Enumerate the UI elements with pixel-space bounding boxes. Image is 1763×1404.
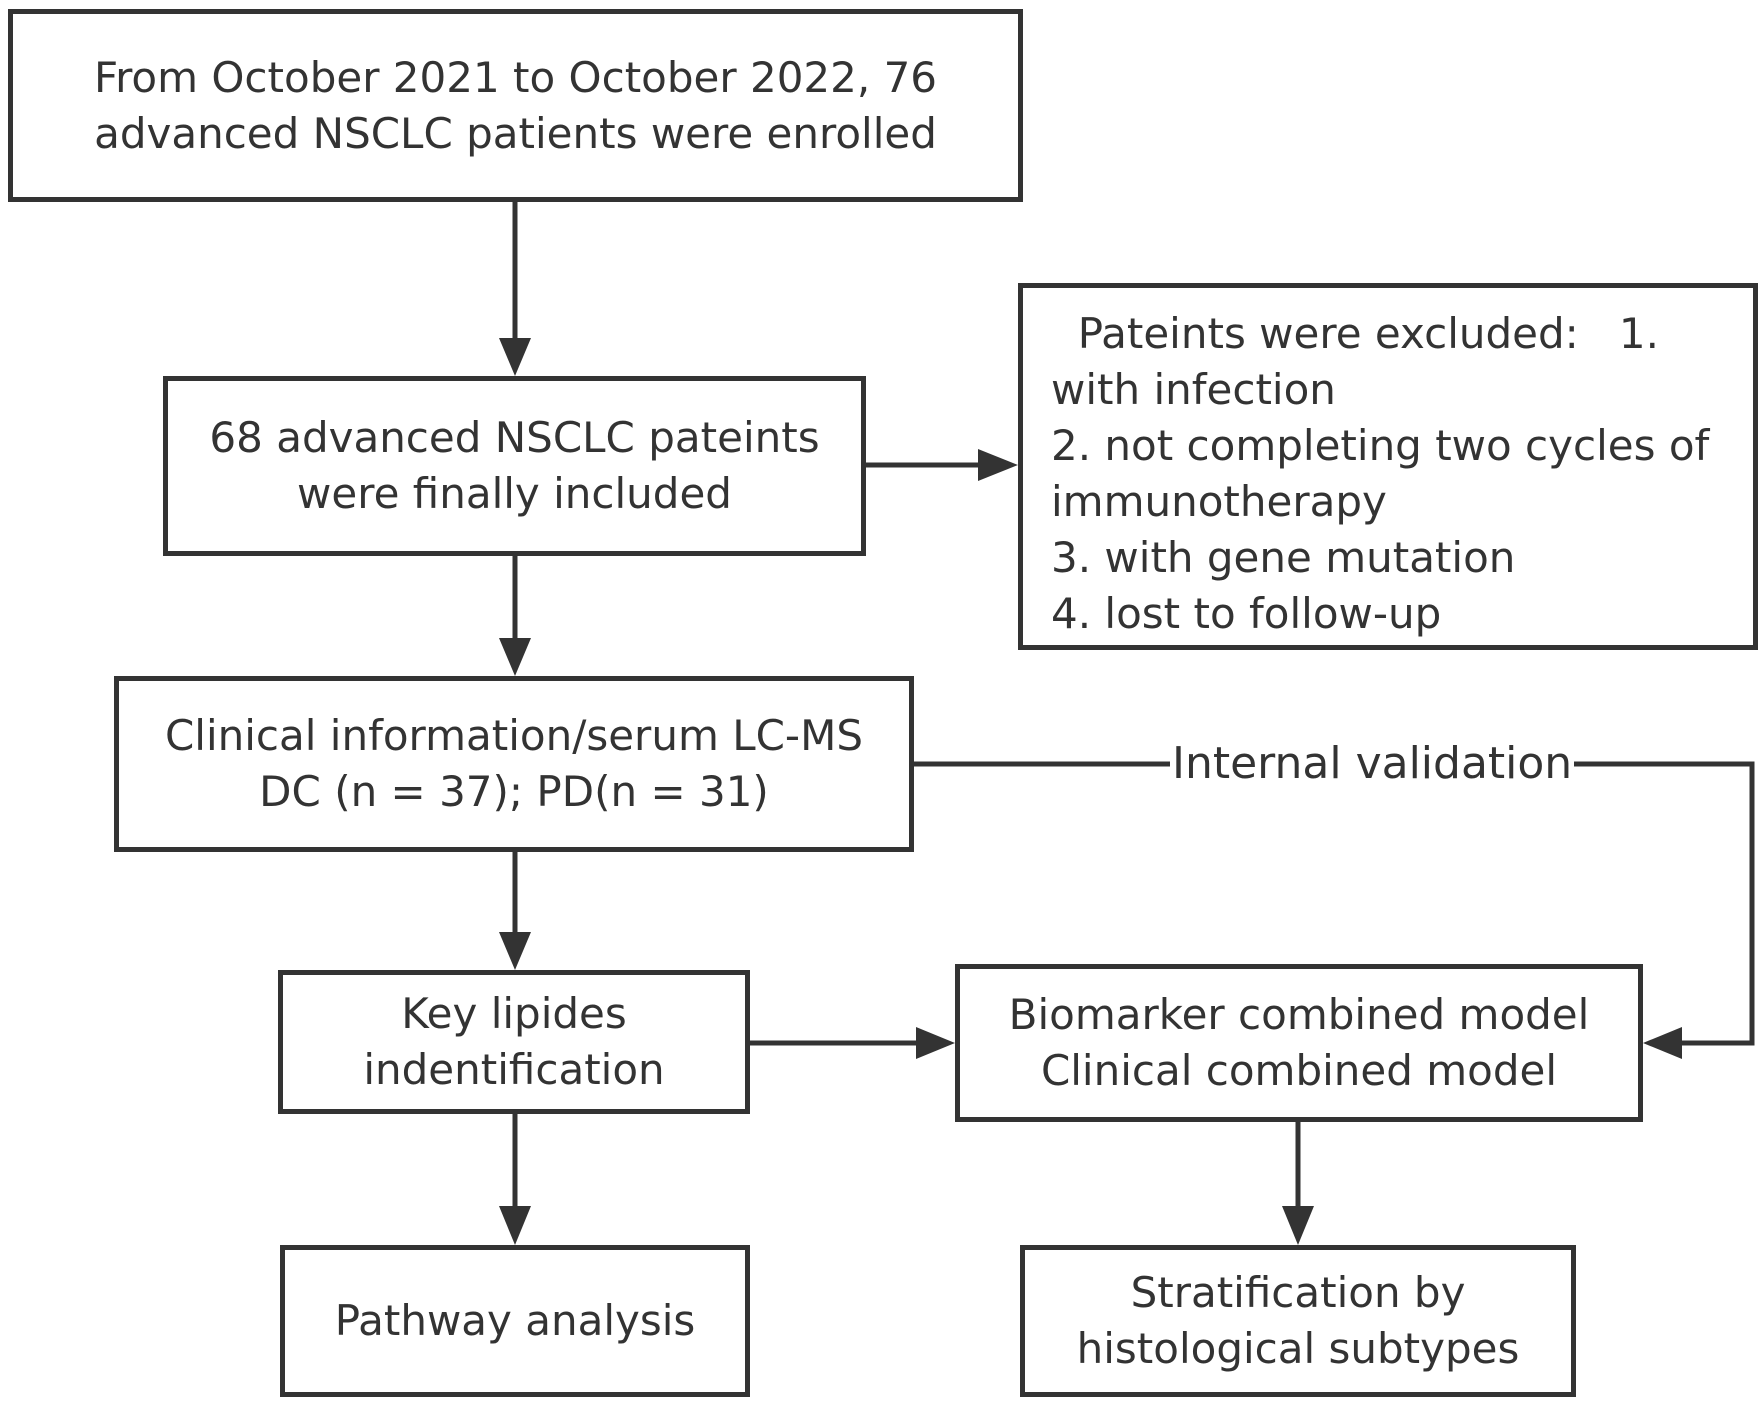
arrowhead-keylipids-to-pathway <box>499 1206 531 1245</box>
enrolled-line-1: From October 2021 to October 2022, 76 <box>93 52 938 102</box>
stratification-line-1: Stratification by <box>1130 1268 1466 1317</box>
stratification-line-2: histological subtypes <box>1076 1324 1520 1373</box>
internal-validation-label: Internal validation <box>1170 736 1575 792</box>
models-line-2: Clinical combined model <box>1040 1046 1558 1095</box>
excluded-line-1: Pateints were excluded: 1. <box>1051 309 1659 358</box>
enrolled-line-2: advanced NSCLC patients were enrolled <box>94 108 937 158</box>
enrolled-box: From October 2021 to October 2022, 76 ad… <box>8 9 1023 202</box>
excluded-line-3: 2. not completing two cycles of <box>1051 421 1710 470</box>
clinical-line-1: Clinical information/serum LC-MS <box>164 711 863 760</box>
excluded-line-2: with infection <box>1051 365 1336 414</box>
arrowhead-included-to-clinical <box>499 638 531 676</box>
arrowhead-clinical-to-keylipids <box>499 932 531 970</box>
clinical-box: Clinical information/serum LC-MS DC (n =… <box>114 676 914 852</box>
included-box: 68 advanced NSCLC pateints were finally … <box>163 376 866 556</box>
excluded-line-6: 4. lost to follow-up <box>1051 589 1442 638</box>
excluded-line-4: immunotherapy <box>1051 477 1387 526</box>
arrowhead-keylipids-to-models <box>916 1027 955 1059</box>
included-line-2: were finally included <box>297 469 732 518</box>
models-line-1: Biomarker combined model <box>1008 990 1590 1039</box>
pathway-box: Pathway analysis <box>280 1245 750 1397</box>
arrowhead-included-to-excluded <box>978 449 1018 481</box>
arrowhead-internal-validation <box>1643 1027 1682 1059</box>
stratification-box: Stratification by histological subtypes <box>1020 1245 1576 1397</box>
arrowhead-models-to-stratification <box>1282 1206 1314 1245</box>
excluded-box: Pateints were excluded: 1. with infectio… <box>1018 283 1758 650</box>
key-lipids-line-1: Key lipides <box>401 989 627 1038</box>
models-box: Biomarker combined model Clinical combin… <box>955 964 1643 1122</box>
key-lipids-line-2: indentification <box>363 1045 665 1094</box>
key-lipids-box: Key lipides indentification <box>278 970 750 1114</box>
excluded-line-5: 3. with gene mutation <box>1051 533 1516 582</box>
arrowhead-enrolled-to-included <box>499 338 531 376</box>
clinical-line-2: DC (n = 37); PD(n = 31) <box>259 767 769 816</box>
included-line-1: 68 advanced NSCLC pateints <box>209 413 820 462</box>
pathway-line-1: Pathway analysis <box>334 1296 696 1345</box>
